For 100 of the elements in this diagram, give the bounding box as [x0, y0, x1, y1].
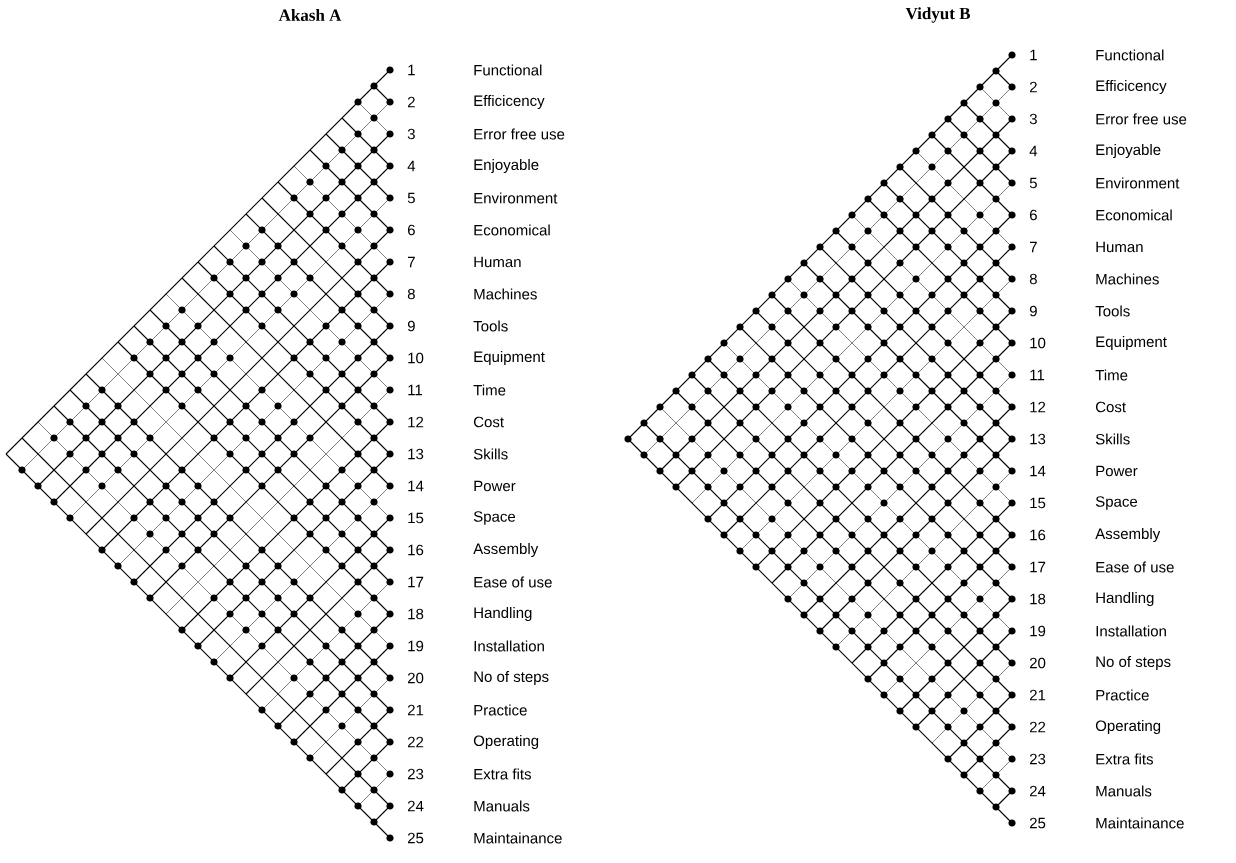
factor-label: Extra fits — [1096, 753, 1153, 765]
factor-label: Tools — [1095, 305, 1130, 317]
panel-title: Vidyut B — [905, 7, 971, 23]
factor-label: Installation — [474, 640, 544, 652]
row-number: 9 — [407, 320, 415, 332]
row-number: 10 — [408, 352, 424, 364]
row-number: 20 — [407, 672, 424, 684]
factor-label: Time — [473, 384, 506, 396]
row-number: 1 — [1030, 49, 1037, 61]
factor-label: Environment — [474, 192, 558, 204]
factor-label: Ease of use — [1096, 561, 1174, 573]
factor-label: Machines — [1096, 273, 1159, 285]
row-number: 24 — [1029, 785, 1046, 797]
factor-label: Manuals — [1096, 785, 1152, 797]
factor-label: No of steps — [474, 671, 549, 685]
row-number: 10 — [1030, 337, 1046, 349]
factor-label: Error free use — [1096, 113, 1187, 125]
row-number: 15 — [1030, 497, 1046, 509]
factor-label: Ease of use — [474, 576, 552, 588]
row-number: 23 — [1029, 753, 1046, 765]
row-number: 5 — [1029, 177, 1037, 189]
row-number: 4 — [407, 160, 416, 172]
factor-label: Skills — [473, 448, 508, 460]
row-number: 14 — [408, 480, 424, 492]
factor-label: Equipment — [1096, 336, 1167, 350]
row-number: 15 — [408, 512, 424, 524]
row-number: 7 — [408, 256, 415, 268]
row-number: 25 — [1029, 817, 1046, 829]
factor-label: Time — [1095, 369, 1128, 381]
factor-label: Assembly — [473, 543, 539, 557]
row-number: 23 — [407, 768, 424, 780]
panel-title: Akash A — [278, 9, 342, 21]
factor-label: Power — [474, 480, 516, 492]
factor-label: Functional — [474, 64, 542, 76]
row-number: 9 — [1029, 305, 1037, 317]
factor-label: Operating — [1095, 720, 1161, 734]
row-number: 20 — [1029, 657, 1046, 669]
factor-label: Handling — [1096, 592, 1154, 606]
row-number: 8 — [1029, 273, 1037, 285]
row-number: 25 — [407, 832, 424, 844]
factor-label: Tools — [473, 320, 508, 332]
row-number: 12 — [1030, 401, 1046, 413]
factor-label: Space — [473, 511, 516, 525]
row-number: 8 — [407, 288, 415, 300]
row-number: 16 — [1030, 529, 1046, 541]
row-number: 24 — [407, 800, 424, 812]
factor-label: Manuals — [474, 800, 530, 812]
factor-label: Assembly — [1095, 528, 1161, 542]
row-number: 1 — [408, 64, 415, 76]
row-number: 5 — [407, 192, 415, 204]
row-number: 7 — [1030, 241, 1037, 253]
factor-label: No of steps — [1096, 656, 1171, 670]
row-number: 14 — [1030, 465, 1046, 477]
row-number: 13 — [1030, 433, 1046, 445]
row-number: 2 — [1029, 81, 1037, 93]
factor-label: Economical — [1096, 209, 1172, 221]
row-number: 18 — [1030, 593, 1046, 605]
factor-label: Efficicency — [1096, 80, 1167, 94]
row-number: 3 — [407, 128, 415, 140]
row-number: 17 — [408, 576, 424, 588]
row-number: 11 — [408, 384, 423, 396]
row-number: 18 — [408, 608, 424, 620]
factor-label: Functional — [1096, 49, 1164, 61]
factor-label: Cost — [474, 416, 504, 428]
row-number: 2 — [407, 96, 415, 108]
factor-label: Handling — [474, 607, 532, 621]
factor-label: Practice — [474, 704, 527, 716]
factor-label: Operating — [473, 735, 539, 749]
factor-label: Human — [474, 256, 521, 268]
row-number: 11 — [1030, 369, 1045, 381]
row-number: 6 — [408, 224, 415, 236]
row-number: 16 — [408, 544, 424, 556]
factor-label: Environment — [1096, 177, 1180, 189]
row-number: 6 — [1030, 209, 1037, 221]
row-number: 19 — [1030, 625, 1046, 637]
factor-label: Enjoyable — [1096, 144, 1161, 158]
factor-label: Error free use — [474, 128, 565, 140]
factor-label: Installation — [1096, 625, 1166, 637]
row-number: 22 — [407, 736, 424, 748]
row-number: 21 — [1029, 689, 1046, 701]
row-number: 22 — [1029, 721, 1046, 733]
factor-label: Cost — [1096, 401, 1126, 413]
factor-label: Skills — [1095, 433, 1130, 445]
factor-label: Practice — [1096, 689, 1149, 701]
factor-label: Economical — [474, 224, 550, 236]
factor-label: Machines — [474, 288, 537, 300]
factor-label: Human — [1096, 241, 1143, 253]
row-number: 19 — [408, 640, 424, 652]
row-number: 21 — [407, 704, 424, 716]
row-number: 17 — [1030, 561, 1046, 573]
row-number: 3 — [1029, 113, 1037, 125]
row-number: 12 — [408, 416, 424, 428]
factor-label: Power — [1096, 465, 1138, 477]
factor-label: Extra fits — [474, 768, 531, 780]
row-number: 4 — [1029, 145, 1038, 157]
factor-label: Maintainance — [1096, 817, 1184, 829]
factor-label: Enjoyable — [474, 159, 539, 173]
factor-label: Maintainance — [474, 832, 562, 844]
factor-label: Space — [1095, 496, 1138, 510]
factor-label: Equipment — [474, 351, 545, 365]
